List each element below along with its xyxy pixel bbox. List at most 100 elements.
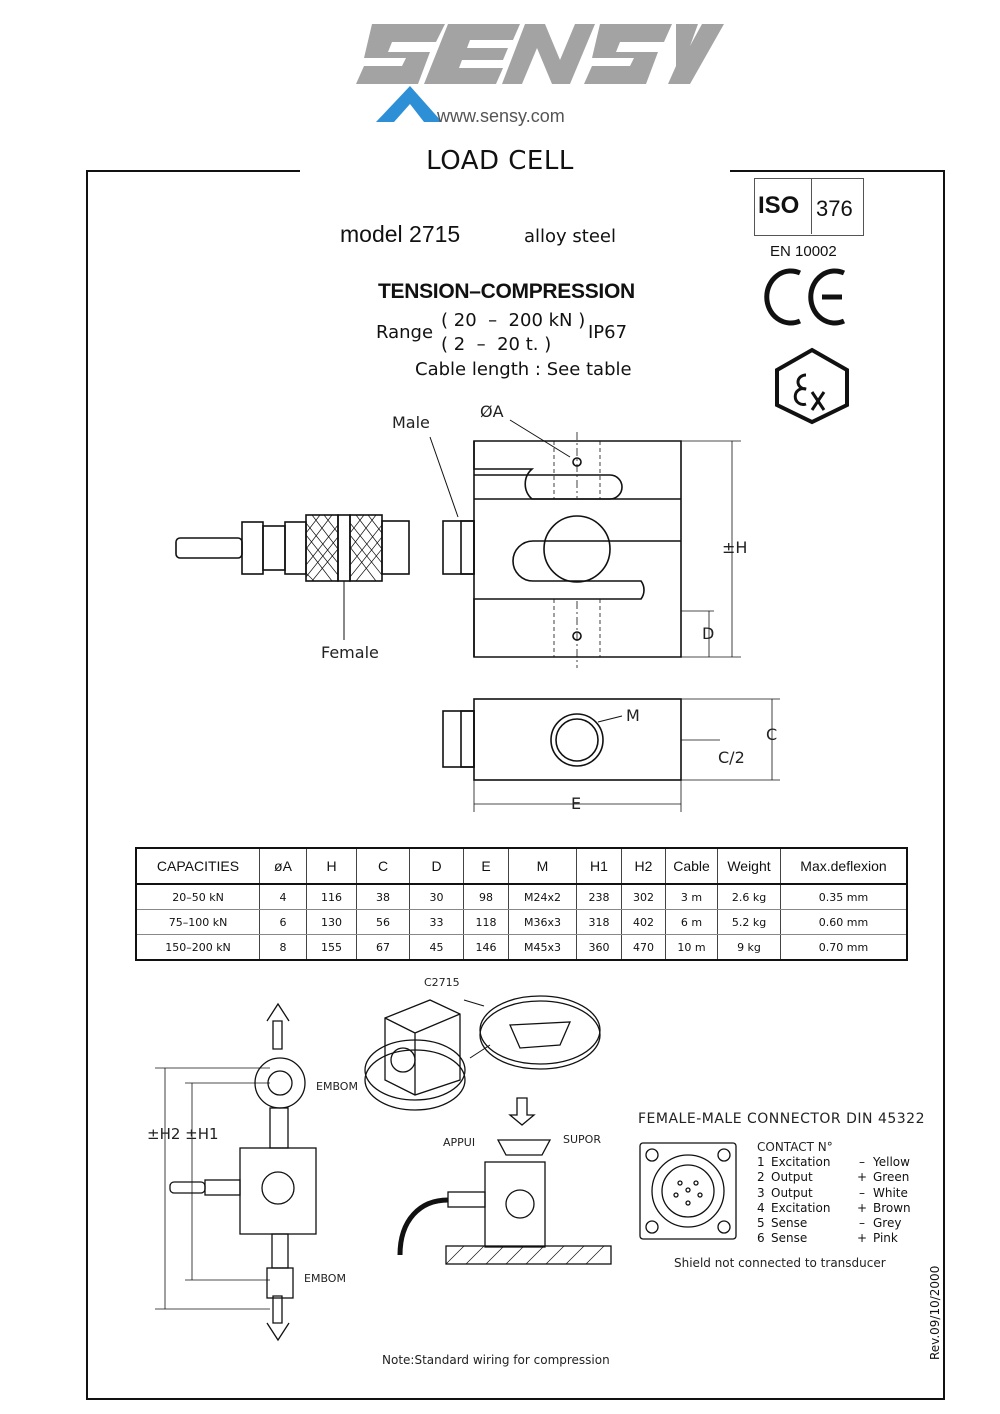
cell-diam-a: 8: [259, 934, 307, 960]
tension-assembly: [155, 1002, 317, 1342]
iso-label: ISO: [758, 192, 800, 219]
female-connector: [175, 514, 410, 640]
cable-note: Cable length : See table: [415, 359, 632, 380]
cell-cable: 6 m: [665, 909, 718, 935]
cell-m: M45x3: [508, 934, 577, 960]
col-capacities: CAPACITIES: [136, 848, 260, 885]
embom-top-label: EMBOM: [316, 1080, 358, 1093]
col-h: H: [306, 848, 357, 885]
m-dim-label: M: [626, 706, 640, 725]
c2-dim-label: C/2: [718, 748, 745, 767]
cell-diam-a: 6: [259, 909, 307, 935]
ip-rating: IP67: [588, 322, 628, 343]
cell-weight: 2.6 kg: [717, 884, 781, 910]
cell-d: 33: [409, 909, 464, 935]
c-dim-label: C: [766, 725, 778, 744]
cell-diam-a: 4: [259, 884, 307, 910]
table-row: 20–50 kN 4 116 38 30 98 M24x2 238 302 3 …: [136, 884, 907, 910]
range-label: Range: [376, 322, 434, 343]
din-connector-diagram: [639, 1142, 737, 1240]
range-kn: ( 20 – 200 kN ): [441, 310, 586, 331]
iso-number: 376: [816, 196, 853, 221]
embom-bottom-label: EMBOM: [304, 1272, 346, 1285]
cell-deflexion: 0.60 mm: [780, 909, 907, 935]
col-max-deflexion: Max.deflexion: [780, 848, 907, 885]
cell-weight: 9 kg: [717, 934, 781, 960]
cell-h2: 470: [621, 934, 666, 960]
cell-h2: 302: [621, 884, 666, 910]
d-dim-label: D: [702, 624, 715, 643]
h2-h1-label: ±H2 ±H1: [147, 1125, 219, 1143]
cell-deflexion: 0.70 mm: [818, 940, 869, 954]
c2715-label: C2715: [424, 976, 460, 989]
shield-note: Shield not connected to transducer: [674, 1256, 886, 1270]
cell-h1: 238: [576, 884, 622, 910]
cell-e: 146: [463, 934, 509, 960]
type-label: TENSION–COMPRESSION: [378, 280, 635, 303]
cell-capacity: 75–100 kN: [136, 909, 260, 935]
connector-title: FEMALE-MALE CONNECTOR DIN 45322: [638, 1111, 925, 1127]
table-row: 75–100 kN 6 130 56 33 118 M36x3 318 402 …: [136, 909, 907, 935]
col-d: D: [409, 848, 464, 885]
load-cell-front-view: [429, 419, 741, 668]
table-row: 150–200 kN 8 155 67 45 146 M45x3 360 470…: [136, 934, 907, 960]
col-h1: H1: [576, 848, 622, 885]
col-c: C: [356, 848, 410, 885]
diameter-a-label: ØA: [480, 402, 504, 421]
supor-label: SUPOR: [563, 1133, 601, 1146]
page-title: LOAD CELL: [426, 146, 574, 176]
ce-mark-icon: [764, 268, 846, 326]
cell-c: 38: [356, 884, 410, 910]
col-e: E: [463, 848, 509, 885]
cell-h1: 360: [576, 934, 622, 960]
contact-header: CONTACT N°: [757, 1140, 833, 1154]
cell-e: 118: [463, 909, 509, 935]
cell-cable: 3 m: [665, 884, 718, 910]
load-cell-side-view: [442, 698, 780, 812]
cell-capacity: 20–50 kN: [136, 884, 260, 910]
cell-weight: 5.2 kg: [717, 909, 781, 935]
col-weight: Weight: [717, 848, 781, 885]
cell-capacity: 150–200 kN: [136, 934, 260, 960]
cell-h: 155: [306, 934, 357, 960]
cell-m: M24x2: [508, 884, 577, 910]
col-m: M: [508, 848, 577, 885]
cell-cable: 10 m: [665, 934, 718, 960]
e-dim-label: E: [571, 794, 582, 813]
compression-setup: [397, 1097, 612, 1265]
cell-h: 116: [306, 884, 357, 910]
col-h2: H2: [621, 848, 666, 885]
cell-c: 67: [356, 934, 410, 960]
model-label: model 2715: [340, 221, 461, 247]
cell-h1: 318: [576, 909, 622, 935]
cell-c: 56: [356, 909, 410, 935]
appui-label: APPUI: [443, 1136, 476, 1149]
cell-e: 98: [463, 884, 509, 910]
revision-date: Rev.09/10/2000: [928, 1265, 942, 1360]
ex-mark-icon: [775, 347, 849, 425]
material-label: alloy steel: [524, 226, 617, 247]
cell-d: 45: [409, 934, 464, 960]
cell-h: 130: [306, 909, 357, 935]
mounted-cell-isometric: [364, 995, 601, 1111]
cell-d: 30: [409, 884, 464, 910]
en-standard: EN 10002: [770, 243, 837, 260]
male-label: Male: [392, 413, 430, 432]
iso-badge: [754, 178, 864, 236]
range-t: ( 2 – 20 t. ): [441, 334, 552, 355]
cell-h2: 402: [621, 909, 666, 935]
logo-url: www.sensy.com: [437, 106, 565, 126]
logo-triangle: [376, 86, 442, 122]
h-dim-label: ±H: [722, 538, 748, 557]
col-cable: Cable: [665, 848, 718, 885]
cell-deflexion: 0.35 mm: [780, 884, 907, 910]
wiring-note: Note:Standard wiring for compression: [382, 1353, 610, 1367]
